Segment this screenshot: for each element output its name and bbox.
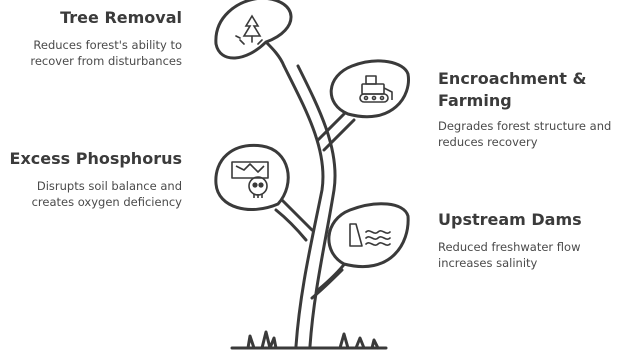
item-title-tree-removal: Tree Removal xyxy=(60,8,182,27)
item-desc-line: Degrades forest structure and xyxy=(438,119,612,133)
item-desc-line: creates oxygen deficiency xyxy=(31,195,182,209)
item-desc-encroachment: Degrades forest structure and reduces re… xyxy=(438,118,611,150)
leaf-dams xyxy=(327,202,410,268)
item-desc-line: reduces recovery xyxy=(438,135,538,149)
item-title-line: Farming xyxy=(438,91,512,110)
ground-grass xyxy=(230,330,388,350)
item-desc-line: recover from disturbances xyxy=(30,54,182,68)
toxic-skull-icon xyxy=(231,161,269,198)
branch-dams xyxy=(316,260,348,292)
item-desc-line: Reduced freshwater flow xyxy=(438,240,581,254)
item-title-line: Encroachment & xyxy=(438,69,587,88)
branch-encroachment xyxy=(316,108,350,142)
branch-tree-removal xyxy=(264,40,286,68)
item-desc-line: Reduces forest's ability to xyxy=(33,38,182,52)
item-title-phosphorus: Excess Phosphorus xyxy=(9,149,182,168)
item-desc-phosphorus: Disrupts soil balance and creates oxygen… xyxy=(32,178,182,210)
branch-phosphorus-outline xyxy=(274,208,308,242)
item-title-dams: Upstream Dams xyxy=(438,210,582,229)
item-desc-tree-removal: Reduces forest's ability to recover from… xyxy=(30,37,182,69)
item-title-encroachment: Encroachment & Farming xyxy=(438,68,586,112)
dam-water-icon xyxy=(349,223,391,247)
branch-dams-outline xyxy=(310,268,344,300)
branch-encroachment-outline xyxy=(322,118,356,152)
leaf-encroachment xyxy=(329,59,410,119)
item-desc-dams: Reduced freshwater flow increases salini… xyxy=(438,239,580,271)
leaf-tree-removal xyxy=(214,0,293,60)
item-desc-line: increases salinity xyxy=(438,256,538,270)
tree-removal-icon xyxy=(235,14,263,45)
item-desc-line: Disrupts soil balance and xyxy=(36,179,182,193)
branch-phosphorus xyxy=(280,198,314,232)
bulldozer-icon xyxy=(359,75,393,103)
tree-stem xyxy=(282,64,325,348)
leaf-phosphorus xyxy=(214,143,290,212)
tree-stem-outline xyxy=(296,64,337,348)
